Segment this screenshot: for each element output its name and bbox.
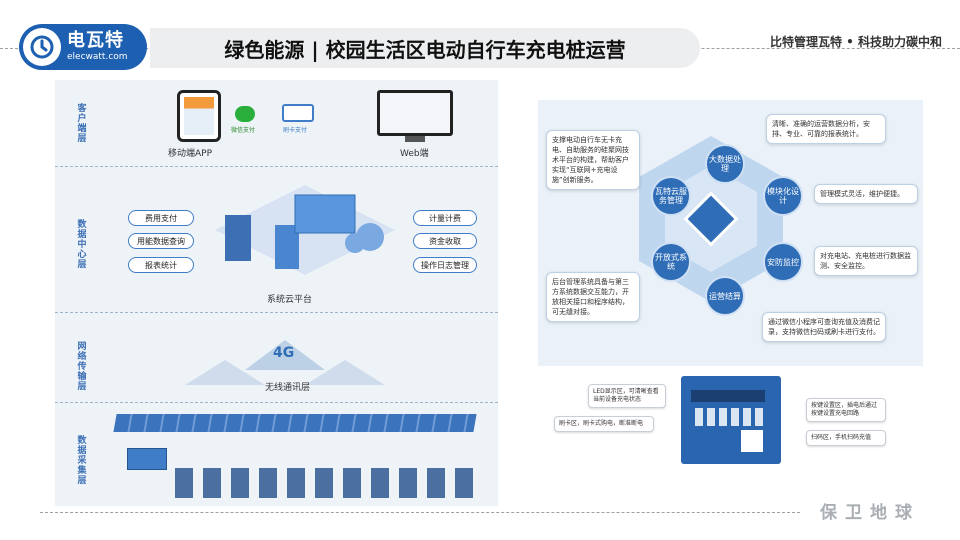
app-caption: 移动端APP [168, 149, 213, 159]
4g-badge: 4G [273, 345, 295, 361]
dc-item-payment: 费用支付 [128, 210, 194, 226]
callout-analytics: 清晰、准确的运营数据分析，安排、专业、可靠的报表统计。 [766, 114, 886, 144]
callout-payment: 通过微信小程序可查询充值及消费记录，支持微信扫码或刷卡进行支付。 [762, 312, 886, 342]
device-callout-scan: 扫码区，手机扫码充值 [806, 430, 886, 446]
dc-item-energy-query: 用能数据查询 [128, 233, 194, 249]
logo-url: elecwatt.com [67, 52, 128, 62]
network-caption: 无线通讯层 [265, 383, 311, 393]
architecture-panel: 客户端层 数据中心层 网络传输层 数据采集层 移动端APP 微信支付 刷卡支付 … [55, 80, 498, 506]
wechat-pay-icon [235, 106, 255, 122]
footer-divider [40, 512, 800, 513]
page-title: 绿色能源 | 校园生活区电动自行车充电桩运营 [150, 28, 700, 68]
callout-monitoring: 对充电站、充电桩进行数据监测、安全监控。 [814, 246, 918, 276]
bike-row [175, 468, 475, 498]
lane-divider [55, 166, 498, 167]
footer-text: 保卫地球 [820, 503, 920, 523]
wechat-pay-caption: 微信支付 [231, 127, 256, 134]
callout-open-interface: 后台管理系统具备与第三方系统数据交互能力，开放相关接口和程序结构，可无缝对接。 [546, 272, 640, 322]
device-callout-led: LED显示区，可清晰查看当前设备充电状态 [588, 384, 666, 408]
card-pay-caption: 刷卡支付 [283, 127, 308, 134]
cloud-platform-illustration [215, 185, 395, 275]
network-arrows [185, 340, 385, 385]
platform-caption: 系统云平台 [267, 295, 313, 305]
callout-platform: 支撑电动自行车无卡充电、自助服务的硅聚网技术平台的构建，帮助客户实现“互联网+充… [546, 130, 640, 190]
dc-item-metering: 计量计费 [413, 210, 477, 226]
callout-management: 管理模式灵活，维护便捷。 [814, 184, 918, 204]
charging-device [681, 376, 781, 464]
lane-label-client: 客户端层 [77, 104, 87, 144]
node-big-data: 大数据处理 [705, 144, 745, 184]
node-settlement: 运营结算 [705, 276, 745, 316]
lane-label-network: 网络传输层 [77, 342, 87, 392]
node-watt-cloud: 瓦特云服务管理 [651, 176, 691, 216]
brand-logo[interactable]: 电瓦特 elecwatt.com [19, 24, 147, 70]
web-monitor-image [377, 90, 453, 136]
lane-label-collection: 数据采集层 [77, 436, 87, 486]
web-caption: Web端 [400, 149, 429, 159]
device-callout-card: 刷卡区，刷卡式购电，断准断电 [554, 416, 654, 432]
device-callout-keys: 按键设置区，插电后通过按键设置充电回路 [806, 398, 886, 422]
card-pay-icon [282, 104, 314, 122]
dc-item-log-management: 操作日志管理 [413, 257, 477, 273]
node-security: 安防监控 [763, 242, 803, 282]
node-modular: 模块化设计 [763, 176, 803, 216]
charging-box [127, 448, 167, 470]
lane-divider [55, 312, 498, 313]
dc-item-reports: 报表统计 [128, 257, 194, 273]
clock-icon [23, 28, 61, 66]
phone-app-image [177, 90, 221, 142]
slogan: 比特管理瓦特 • 科技助力碳中和 [769, 35, 942, 49]
monitor-stand [405, 136, 425, 142]
lane-label-datacenter: 数据中心层 [77, 220, 87, 270]
solar-canopy [113, 414, 477, 432]
dc-item-fund-collection: 资金收取 [413, 233, 477, 249]
lane-divider [55, 402, 498, 403]
node-open-system: 开放式系统 [651, 242, 691, 282]
features-panel: 大数据处理 模块化设计 安防监控 运营结算 开放式系统 瓦特云服务管理 支撑电动… [538, 100, 923, 366]
logo-name: 电瓦特 [67, 30, 124, 51]
